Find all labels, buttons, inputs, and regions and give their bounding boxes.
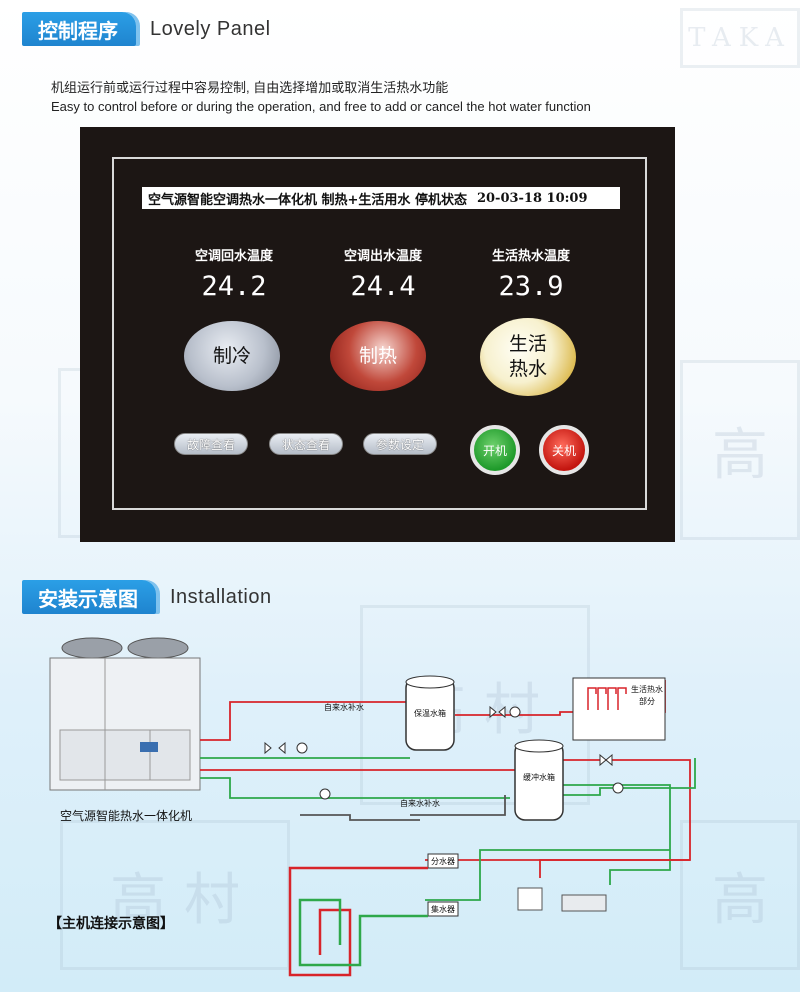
fault-view-button[interactable]: 故障查看: [174, 433, 248, 455]
panel-screen: 空气源智能空调热水一体化机 制热+生活用水 停机状态 20-03-18 10:0…: [112, 157, 647, 510]
status-view-button[interactable]: 状态查看: [269, 433, 343, 455]
watermark-logo: TAKA: [680, 8, 800, 68]
hot-water-label-line2: 热水: [508, 358, 547, 380]
watermark-logo: 高: [680, 360, 800, 540]
insulated-tank: [405, 675, 455, 751]
installation-diagram: 空气源智能热水一体化机 保温水箱 缓冲水箱: [48, 637, 696, 977]
watermark-logo: 高: [680, 820, 800, 970]
valve-symbols: [264, 705, 624, 800]
status-title: 空气源智能空调热水一体化机 制热+生活用水 停机状态: [148, 192, 467, 208]
buffer-tank-label: 缓冲水箱: [523, 772, 555, 782]
temp-label-return: 空调回水温度: [194, 249, 273, 264]
makeup-water-label-2: 自来水补水: [400, 798, 440, 808]
unit-caption: 空气源智能热水一体化机: [60, 808, 192, 823]
section-title-en: Lovely Panel: [150, 17, 271, 40]
power-off-button[interactable]: 关机: [539, 425, 589, 475]
distributor: [427, 853, 459, 869]
collector-label: 集水器: [431, 904, 455, 914]
temp-label-outlet: 空调出水温度: [343, 249, 422, 264]
temp-value-hotwater: 23.9: [498, 271, 564, 302]
control-panel: 空气源智能空调热水一体化机 制热+生活用水 停机状态 20-03-18 10:0…: [80, 127, 675, 542]
domestic-taps: [587, 687, 627, 710]
parameter-settings-button[interactable]: 参数设定: [363, 433, 437, 455]
hot-water-mode-button[interactable]: 生活 热水: [480, 318, 576, 396]
fan-coil-units: [517, 887, 607, 912]
distributor-label: 分水器: [431, 856, 455, 866]
domestic-hw-label-1: 生活热水: [631, 684, 663, 694]
status-bar: 空气源智能空调热水一体化机 制热+生活用水 停机状态 20-03-18 10:0…: [142, 187, 620, 209]
collector: [427, 901, 459, 917]
makeup-water-label-1: 自来水补水: [324, 702, 364, 712]
section-header-installation: 安装示意图 Installation: [22, 580, 272, 614]
heating-mode-button[interactable]: 制热: [330, 321, 426, 391]
section-title-cn: 安装示意图: [22, 580, 156, 614]
cooling-mode-button[interactable]: 制冷: [184, 321, 280, 391]
floor-heating-coil: [288, 866, 428, 977]
status-datetime: 20-03-18 10:09: [476, 190, 588, 206]
description-cn: 机组运行前或运行过程中容易控制, 自由选择增加或取消生活热水功能: [51, 80, 449, 95]
power-on-button[interactable]: 开机: [470, 425, 520, 475]
section-title-en: Installation: [170, 585, 272, 608]
temp-label-hotwater: 生活热水温度: [491, 249, 570, 264]
watermark-logo: 高 村: [60, 820, 290, 970]
description-en: Easy to control before or during the ope…: [51, 99, 591, 114]
hot-water-label-line1: 生活: [508, 333, 547, 356]
section-header-control: 控制程序 Lovely Panel: [22, 12, 271, 46]
temp-value-return: 24.2: [201, 271, 267, 302]
temp-value-outlet: 24.4: [350, 271, 416, 302]
heat-pump-unit: [49, 637, 201, 791]
main-diagram-caption: 【主机连接示意图】: [48, 915, 174, 932]
buffer-tank: [514, 739, 564, 821]
section-title-cn: 控制程序: [22, 12, 136, 46]
domestic-hw-label-2: 部分: [639, 696, 655, 706]
insulated-tank-label: 保温水箱: [414, 708, 446, 718]
